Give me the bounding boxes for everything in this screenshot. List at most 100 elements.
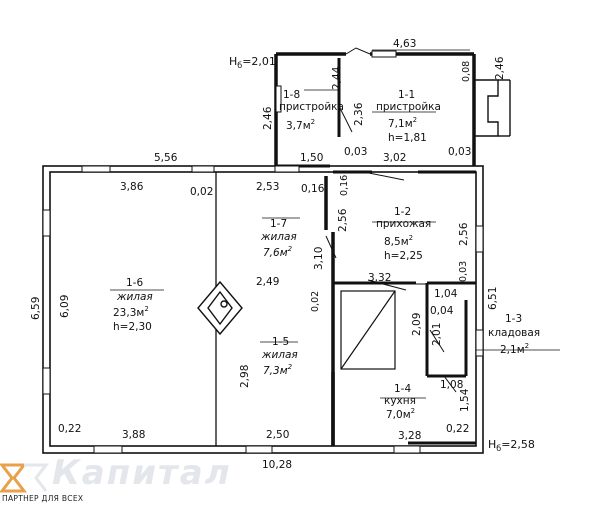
dim-label: 2,56	[337, 208, 349, 232]
room-1-6-height: h=2,30	[113, 321, 152, 333]
dimension-lines	[110, 49, 560, 399]
dim-label: 0,22	[58, 423, 81, 435]
dim-label: 4,63	[393, 38, 416, 50]
dim-label: 3,88	[122, 429, 145, 441]
dim-label: 0,03	[448, 146, 471, 158]
dim-label: 0,02	[190, 186, 213, 198]
hb-bottom-sub: б	[496, 444, 501, 453]
svg-text:3,7м2: 3,7м2	[286, 118, 315, 132]
dim-label: 2,50	[266, 429, 289, 441]
room-1-2-name: прихожая	[376, 218, 431, 230]
room-1-3-number: 1-3	[505, 313, 522, 325]
room-1-1-name: пристройка	[376, 101, 441, 113]
dim-label: 2,98	[239, 365, 251, 388]
room-1-7-name: жилая	[260, 231, 297, 243]
dim-label: 6,59	[30, 297, 42, 320]
dim-label: 3,10	[313, 247, 325, 270]
room-1-8-area: 3,7м	[286, 120, 311, 132]
room-1-4: 1-4 кухня 7,0м2	[384, 383, 416, 421]
room-1-1-number: 1-1	[398, 89, 415, 101]
dim-label: 2,56	[458, 222, 470, 246]
room-1-1: 1-1 пристройка 7,1м2 h=1,81	[376, 89, 441, 144]
dim-label: 6,51	[487, 287, 499, 310]
room-1-7: 1-7 жилая 7,6м2	[260, 218, 297, 259]
room-1-1-area: 7,1м	[388, 118, 413, 130]
dim-label: 0,16	[301, 183, 325, 195]
dim-label: 1,08	[440, 379, 463, 391]
dim-label: 0,16	[339, 175, 350, 196]
room-1-3: 1-3 кладовая 2,1м2	[488, 313, 540, 356]
stove-symbol	[197, 280, 243, 336]
svg-text:7,6м2: 7,6м2	[263, 245, 293, 259]
room-1-5-number: 1-5	[272, 336, 289, 348]
dim-label: 2,46	[494, 56, 506, 80]
room-1-8-number: 1-8	[283, 89, 300, 101]
watermark-text: Капитал	[52, 453, 232, 493]
windows	[42, 50, 484, 454]
room-1-2-height: h=2,25	[384, 250, 423, 262]
room-1-7-area-sup: 2	[288, 245, 293, 253]
dim-label: 2,53	[256, 181, 279, 193]
svg-text:Нб=2,01: Нб=2,01	[229, 55, 276, 70]
hb-top-letter: Н	[229, 55, 237, 68]
dim-label: 2,01	[431, 323, 443, 346]
room-1-2: 1-2 прихожая 8,5м2 h=2,25	[376, 206, 431, 262]
svg-text:8,5м2: 8,5м2	[384, 234, 413, 248]
svg-text:7,1м2: 7,1м2	[388, 116, 417, 130]
room-1-6-area: 23,3м	[113, 307, 144, 319]
room-1-4-area-sup: 2	[411, 407, 415, 415]
dim-label: 0,22	[446, 423, 469, 435]
dim-label: 1,04	[434, 288, 458, 300]
room-1-7-area: 7,6м	[263, 247, 288, 259]
room-1-6-number: 1-6	[126, 277, 143, 289]
room-1-1-height: h=1,81	[388, 132, 427, 144]
doors	[215, 47, 457, 393]
svg-text:2,1м2: 2,1м2	[500, 342, 529, 356]
room-1-3-area-sup: 2	[525, 342, 529, 350]
svg-text:7,0м2: 7,0м2	[386, 407, 415, 421]
room-1-3-name: кладовая	[488, 327, 540, 339]
room-1-5-name: жилая	[261, 349, 298, 361]
dim-label: 3,32	[368, 272, 391, 284]
dim-label: 0,08	[461, 61, 472, 82]
room-1-5: 1-5 жилая 7,3м2	[261, 336, 298, 377]
hb-bottom-letter: Н	[488, 438, 496, 451]
dim-label: 2,44	[331, 66, 343, 90]
room-1-1-area-sup: 2	[413, 116, 417, 124]
height-marker-top: Нб=2,01	[229, 55, 276, 70]
dim-label: 0,03	[458, 261, 469, 282]
room-1-8-name: пристройка	[279, 101, 344, 113]
svg-text:23,3м2: 23,3м2	[113, 305, 149, 319]
logo-chevron-icon	[0, 463, 28, 493]
dim-label: 3,02	[383, 152, 406, 164]
hb-top-sub: б	[237, 61, 242, 70]
room-1-6: 1-6 жилая 23,3м2 h=2,30	[113, 277, 153, 333]
room-1-4-name: кухня	[384, 395, 416, 407]
room-1-5-area-sup: 2	[288, 363, 293, 371]
room-1-3-area: 2,1м	[500, 344, 525, 356]
room-1-8-area-sup: 2	[311, 118, 315, 126]
dim-label: 0,03	[344, 146, 367, 158]
dim-label: 3,28	[398, 430, 421, 442]
room-1-6-name: жилая	[116, 291, 153, 303]
dim-label: 0,02	[310, 291, 321, 312]
dim-label: 2,36	[353, 102, 365, 126]
room-1-2-area-sup: 2	[409, 234, 413, 242]
svg-text:Нб=2,58: Нб=2,58	[488, 438, 535, 453]
watermark: Капитал ПАРТНЕР ДЛЯ ВСЕХ	[0, 453, 232, 503]
room-1-4-number: 1-4	[394, 383, 411, 395]
dim-label: 6,09	[59, 295, 71, 318]
room-1-2-number: 1-2	[394, 206, 411, 218]
dim-label: 1,50	[300, 152, 323, 164]
watermark-subtitle: ПАРТНЕР ДЛЯ ВСЕХ	[2, 494, 83, 503]
room-1-4-area: 7,0м	[386, 409, 411, 421]
dim-label: 3,86	[120, 181, 144, 193]
dim-label: 10,28	[262, 459, 292, 471]
dim-label: 2,46	[262, 106, 274, 130]
dim-label: 1,54	[459, 388, 471, 412]
dim-label: 5,56	[154, 152, 178, 164]
room-1-8: 1-8 пристройка 3,7м2	[279, 89, 344, 132]
room-1-5-area: 7,3м	[263, 365, 288, 377]
dim-label: 2,09	[411, 313, 423, 336]
